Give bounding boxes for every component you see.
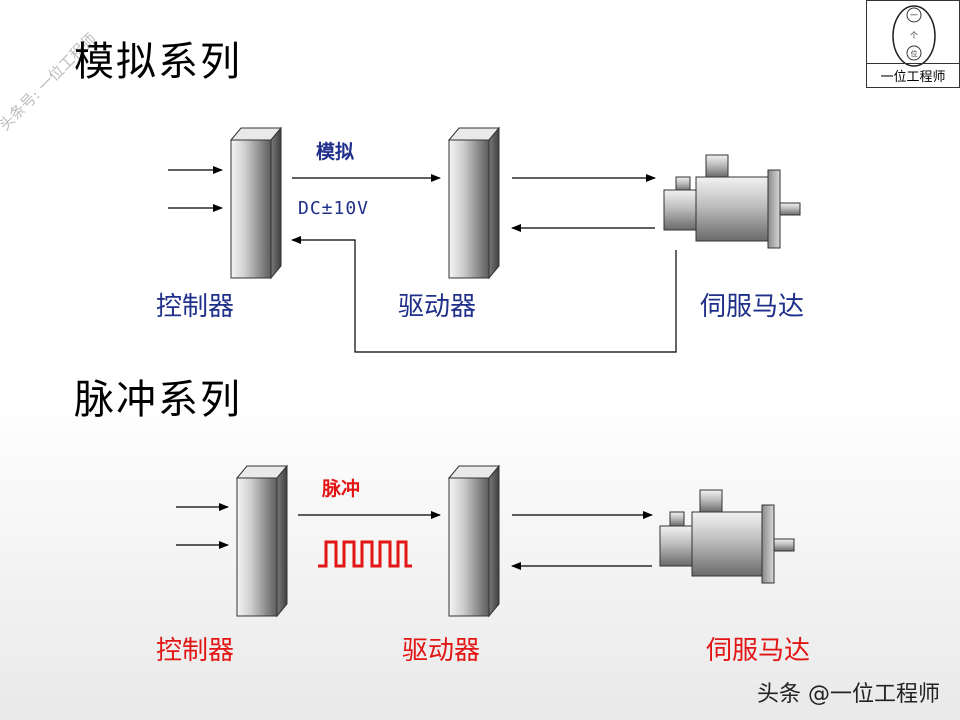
logo-caption: 一位工程师 — [867, 63, 959, 85]
analog-signal-value: DC±10V — [298, 198, 370, 219]
pulse-driver-label: 驱动器 — [402, 636, 481, 666]
analog-signal-label: 模拟 — [316, 141, 355, 163]
analog-section-title: 模拟系列 — [74, 39, 242, 85]
pulse-section-title: 脉冲系列 — [74, 377, 242, 423]
pulse-driver-block — [447, 464, 501, 618]
pulse-servo-motor — [659, 489, 795, 584]
seal-icon: 一 个 位 — [892, 5, 936, 67]
pulse-controller-block — [235, 464, 289, 618]
pulse-signal-label: 脉冲 — [322, 478, 361, 500]
analog-servo-motor — [663, 154, 801, 249]
analog-motor-label: 伺服马达 — [700, 292, 805, 322]
pulse-controller-label: 控制器 — [156, 636, 235, 666]
analog-controller-block — [229, 126, 283, 280]
svg-text:位: 位 — [911, 49, 918, 58]
svg-text:一: 一 — [910, 11, 918, 20]
pulse-waveform-icon — [318, 540, 412, 568]
analog-encoder-feedback-loop — [291, 236, 677, 353]
analog-controller-label: 控制器 — [156, 292, 235, 322]
footer-attribution: 头条 @一位工程师 — [757, 682, 940, 707]
brand-logo: 一 个 位 一位工程师 — [866, 0, 960, 88]
analog-driver-block — [447, 126, 501, 280]
svg-text:个: 个 — [910, 31, 918, 40]
pulse-motor-label: 伺服马达 — [706, 636, 811, 666]
analog-driver-label: 驱动器 — [398, 292, 477, 322]
